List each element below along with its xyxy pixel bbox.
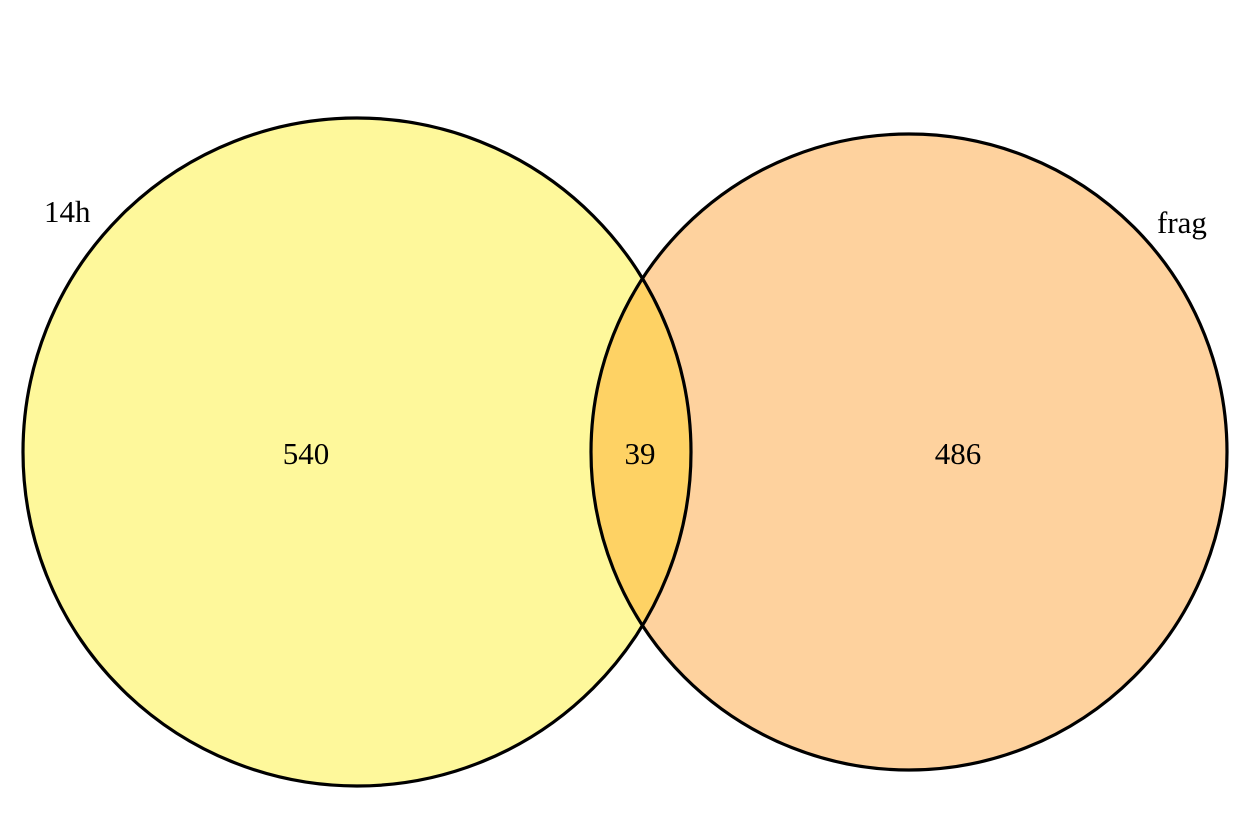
set-circle-14h-outline bbox=[21, 116, 693, 788]
set-circle-frag-outline bbox=[589, 132, 1229, 772]
count-14h-only: 540 bbox=[283, 436, 330, 471]
set-circle-frag-fill bbox=[591, 134, 1227, 770]
count-intersection: 39 bbox=[625, 436, 656, 471]
set-circle-14h-fill bbox=[23, 118, 691, 786]
set-label-frag: frag bbox=[1157, 205, 1207, 240]
set-label-14h: 14h bbox=[44, 194, 91, 229]
count-frag-only: 486 bbox=[935, 436, 982, 471]
